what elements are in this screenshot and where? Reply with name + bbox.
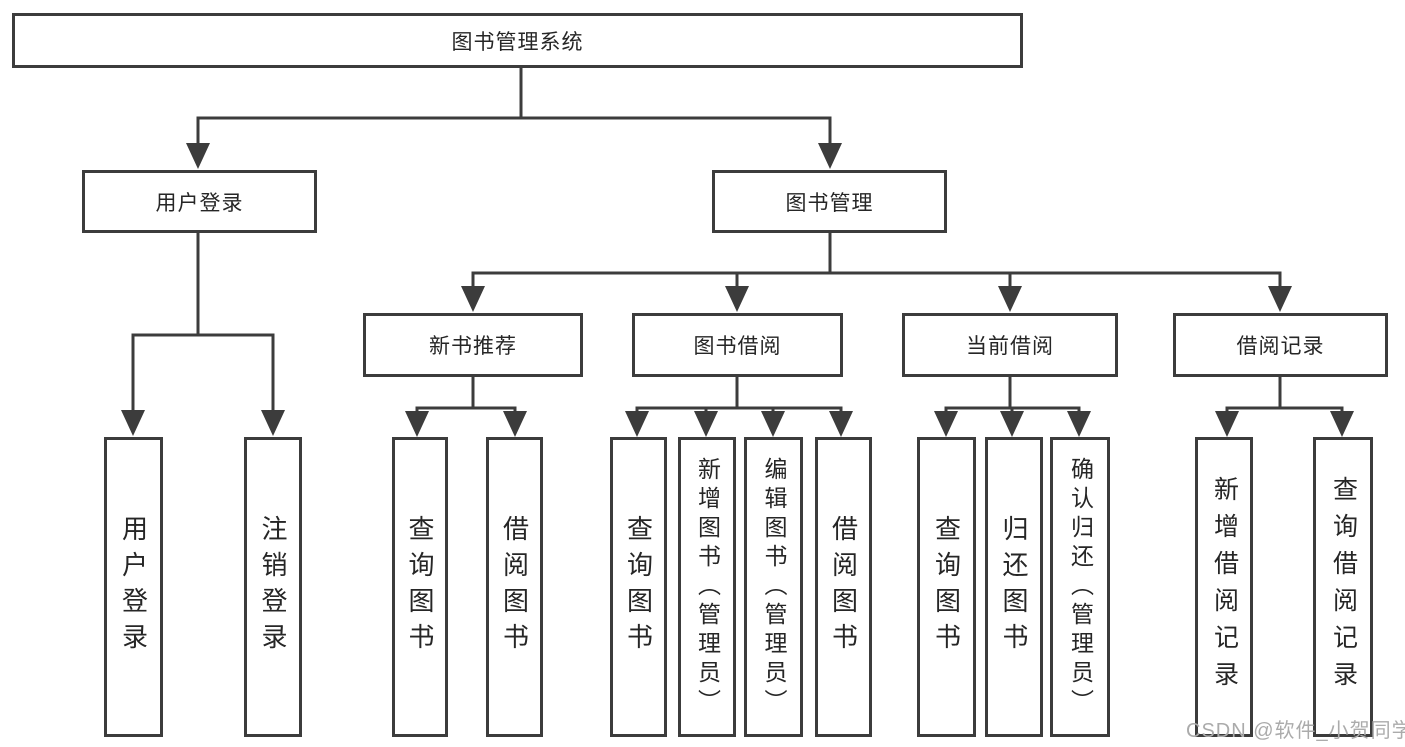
leaf-query-books-recommend: 查询图书	[392, 437, 448, 737]
leaf-user-login: 用户登录	[104, 437, 163, 737]
connector-book-borrow	[625, 377, 853, 437]
leaf-add-borrow-record: 新增借阅记录	[1195, 437, 1253, 737]
leaf-return-books: 归还图书	[985, 437, 1043, 737]
leaf-borrow-books-recommend: 借阅图书	[486, 437, 543, 737]
node-book-management: 图书管理	[712, 170, 947, 233]
leaf-query-books-borrow: 查询图书	[610, 437, 667, 737]
node-root-system: 图书管理系统	[12, 13, 1023, 68]
csdn-watermark: CSDN @软件_小贺同学	[1186, 720, 1405, 742]
leaf-confirm-return-admin: 确认归还（管理员）	[1050, 437, 1110, 737]
connector-book-management	[461, 233, 1292, 312]
connector-user-login	[121, 233, 285, 436]
leaf-add-books-admin: 新增图书（管理员）	[678, 437, 736, 737]
connector-borrow-record	[1215, 377, 1354, 437]
connector-new-book	[405, 377, 527, 437]
leaf-query-borrow-record: 查询借阅记录	[1313, 437, 1373, 737]
leaf-borrow-books: 借阅图书	[815, 437, 872, 737]
leaf-query-books-current: 查询图书	[917, 437, 976, 737]
node-current-borrow: 当前借阅	[902, 313, 1118, 377]
node-borrow-record: 借阅记录	[1173, 313, 1388, 377]
node-book-borrow: 图书借阅	[632, 313, 843, 377]
leaf-logout: 注销登录	[244, 437, 302, 737]
node-new-book-recommend: 新书推荐	[363, 313, 583, 377]
leaf-edit-books-admin: 编辑图书（管理员）	[744, 437, 803, 737]
node-user-login: 用户登录	[82, 170, 317, 233]
connector-root	[186, 66, 842, 169]
connector-current-borrow	[934, 377, 1091, 437]
